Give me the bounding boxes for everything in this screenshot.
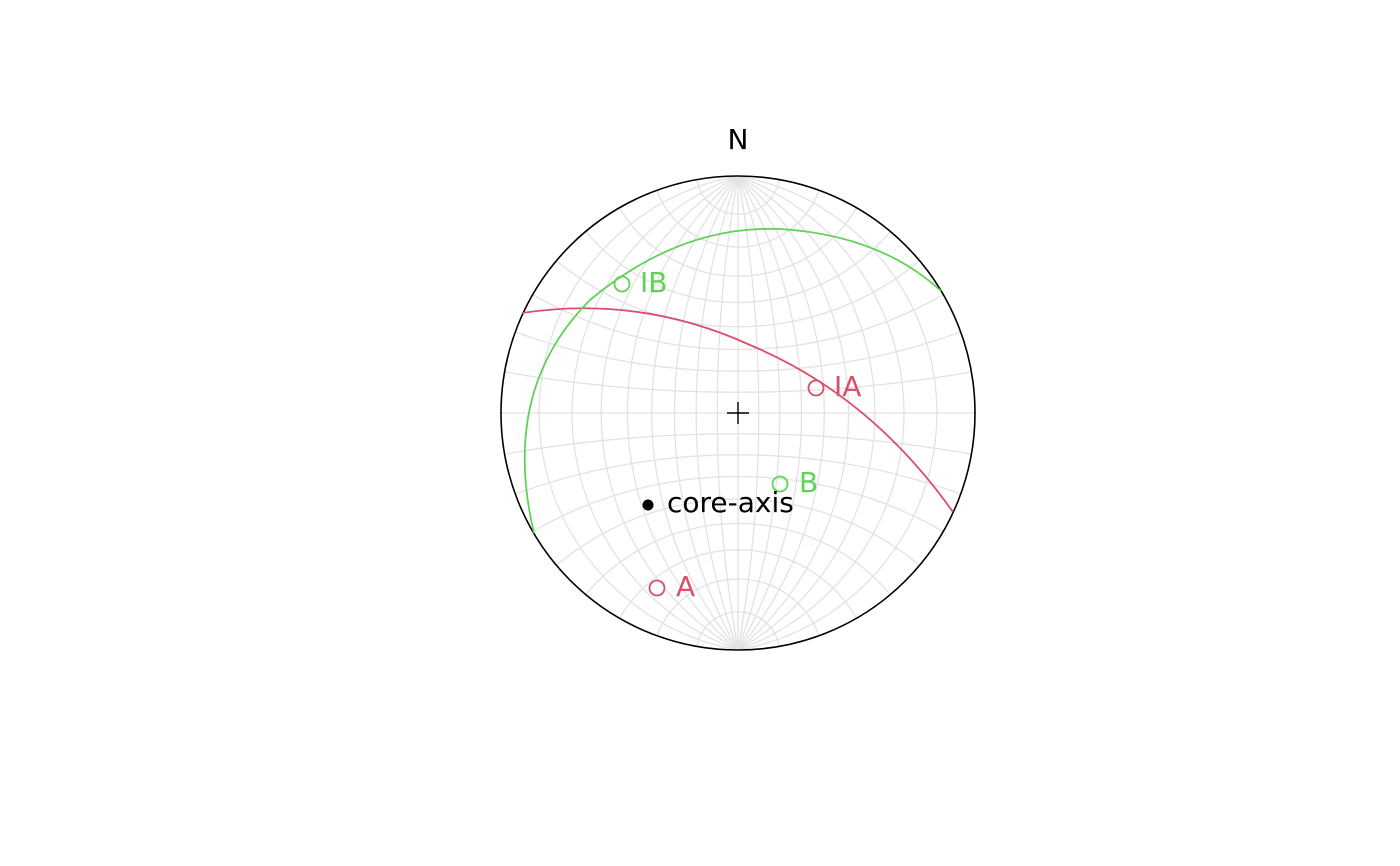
grid-small-circle [585,231,891,304]
great-circle-red [521,307,954,513]
point-core-axis: core-axis [642,486,794,519]
wulff-net-grid [501,175,975,651]
grid-small-circle [504,433,972,455]
point-B-label: B [799,466,818,499]
grid-small-circle [504,371,972,393]
grid-small-circle [556,498,920,566]
point-IB: IB [613,266,667,299]
grid-small-circle [696,611,780,647]
great-circle-green [523,227,942,534]
point-core-axis-marker [642,499,654,511]
grid-small-circle [532,293,944,351]
point-B: B [771,466,818,499]
point-IA-label: IA [834,370,861,403]
center-cross [727,402,749,424]
point-B-marker [771,475,789,493]
point-A: A [648,570,695,603]
grid-small-circle [656,190,820,248]
point-IA-marker [807,379,825,397]
grid-small-circle [515,331,961,372]
primitive-circle [500,175,976,651]
grid-small-circle [515,454,961,495]
point-A-label: A [676,570,695,603]
grid-small-circle [532,475,944,533]
grid-small-circle [556,260,920,328]
point-core-axis-label: core-axis [667,486,794,519]
point-A-marker [648,579,666,597]
grid-small-circle [618,549,858,619]
point-IB-marker [613,275,631,293]
point-IA: IA [807,370,861,403]
grid-small-circle [585,522,891,595]
grid-small-circle [696,179,780,215]
grid-small-circle [656,578,820,636]
grid-small-circle [618,207,858,277]
point-IB-label: IB [640,266,667,299]
north-label: N [728,123,749,156]
